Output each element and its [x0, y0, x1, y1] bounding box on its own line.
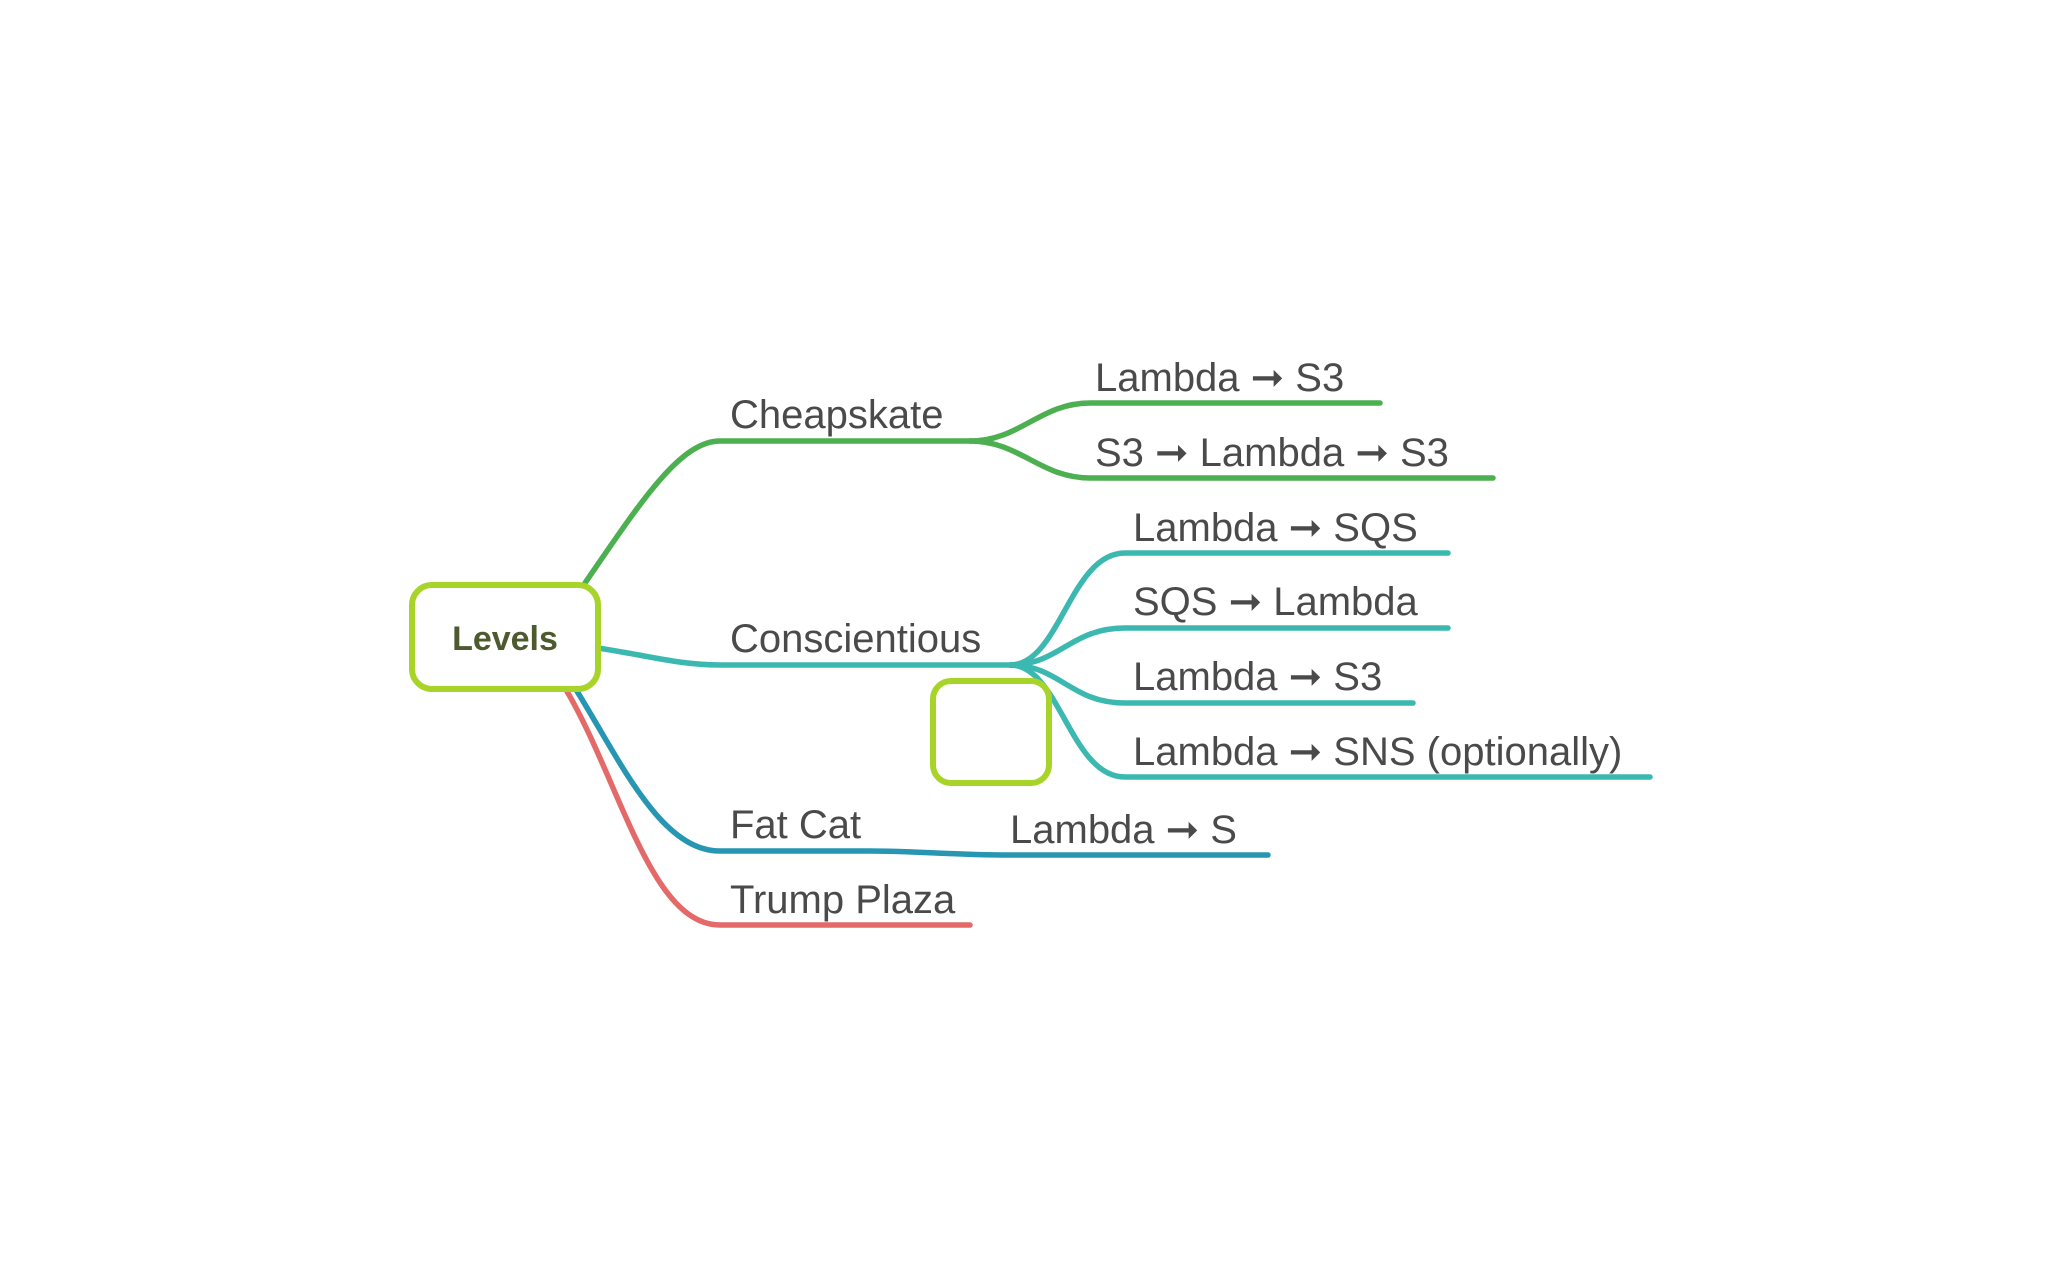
branch-trump-plaza[interactable]: Trump Plaza	[562, 685, 973, 928]
connector-cheapskate	[582, 438, 973, 586]
node-cheapskate-child-1[interactable]: Lambda ➞ S3	[1095, 356, 1344, 400]
node-cheapskate-child-2[interactable]: S3 ➞ Lambda ➞ S3	[1095, 431, 1449, 475]
node-conscientious-child-1[interactable]: Lambda ➞ SQS	[1133, 506, 1418, 550]
connector-conscientious-child-2	[1007, 625, 1451, 668]
root-node[interactable]: Levels	[409, 582, 601, 692]
connector-cheapskate-child-1	[967, 400, 1383, 444]
connector-cheapskate-child-2	[967, 438, 1496, 481]
branch-fat-cat[interactable]: Fat Cat Lambda ➞ S	[572, 685, 1271, 858]
node-trump-plaza-label[interactable]: Trump Plaza	[730, 878, 956, 922]
node-conscientious-label[interactable]: Conscientious	[730, 617, 981, 661]
connector-conscientious-child-1	[1007, 550, 1451, 668]
node-conscientious-child-4[interactable]: Lambda ➞ SNS (optionally)	[1133, 730, 1622, 774]
connector-conscientious-child-4	[1007, 662, 1653, 780]
node-conscientious-child-2[interactable]: SQS ➞ Lambda	[1133, 580, 1419, 624]
node-conscientious-child-3[interactable]: Lambda ➞ S3	[1133, 655, 1382, 699]
node-cheapskate-label[interactable]: Cheapskate	[730, 393, 943, 437]
branch-cheapskate[interactable]: Cheapskate Lambda ➞ S3 S3 ➞ Lambda ➞ S3	[582, 356, 1496, 586]
connector-conscientious	[595, 645, 1013, 668]
root-node-box	[409, 582, 601, 692]
connector-fat-cat	[572, 685, 1271, 858]
connector-conscientious-child-3	[1007, 662, 1416, 706]
connector-trump-plaza	[562, 685, 973, 928]
root-node-label: Levels	[452, 620, 558, 658]
node-fat-cat-label[interactable]: Fat Cat	[730, 803, 861, 847]
branch-conscientious[interactable]: Conscientious Lambda ➞ SQS SQS ➞ Lambda …	[595, 506, 1653, 780]
empty-topic-box[interactable]	[930, 678, 1052, 786]
node-fat-cat-child-1[interactable]: Lambda ➞ S	[1010, 808, 1237, 852]
